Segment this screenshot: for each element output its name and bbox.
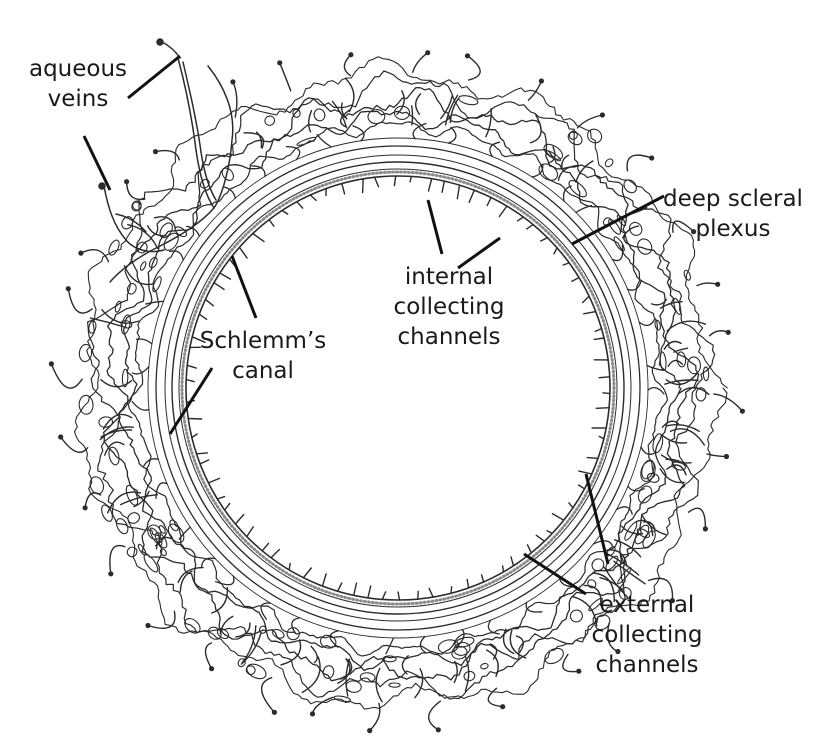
- label-internal-collecting-channels-line-3: channels: [397, 324, 501, 350]
- label-external-collecting-channels-line-1: external: [599, 592, 695, 618]
- leader-schlemm-upper: [230, 255, 258, 319]
- label-internal-collecting-channels-line-2: collecting: [393, 294, 505, 320]
- label-deep-scleral-plexus-line-2: plexus: [695, 216, 771, 242]
- label-schlemms-canal: Schlemm’s canal: [198, 326, 328, 386]
- label-deep-scleral-plexus: deep scleral plexus: [648, 184, 818, 244]
- label-internal-collecting-channels: internal collecting channels: [384, 262, 514, 352]
- label-schlemms-canal-line-1: Schlemm’s: [199, 328, 327, 354]
- label-deep-scleral-plexus-line-1: deep scleral: [663, 186, 803, 212]
- leader-deep-scleral: [571, 194, 665, 246]
- leader-external-lower: [523, 552, 587, 596]
- label-internal-collecting-channels-line-1: internal: [404, 264, 494, 290]
- label-aqueous-veins-line-2: veins: [47, 86, 109, 112]
- label-leader-lines: [82, 54, 665, 596]
- label-external-collecting-channels-line-2: collecting: [591, 622, 703, 648]
- leader-external-upper: [584, 473, 610, 565]
- label-aqueous-veins: aqueous veins: [18, 54, 138, 114]
- label-external-collecting-channels-line-3: channels: [595, 652, 699, 678]
- deep-scleral-plexus-network: [48, 50, 746, 734]
- leader-aqueous-upper: [127, 54, 181, 100]
- leader-aqueous-lower: [82, 135, 112, 191]
- schlemms-canal-ring: [147, 137, 649, 639]
- label-external-collecting-channels: external collecting channels: [582, 590, 712, 680]
- label-aqueous-veins-line-1: aqueous: [28, 56, 128, 82]
- label-schlemms-canal-line-2: canal: [232, 358, 294, 384]
- leader-internal-left: [426, 199, 444, 255]
- external-collecting-channels-marks: [131, 122, 665, 655]
- leader-schlemm-lower: [168, 367, 214, 435]
- internal-collecting-channels-marks: [185, 175, 611, 601]
- leader-internal-right: [457, 236, 501, 270]
